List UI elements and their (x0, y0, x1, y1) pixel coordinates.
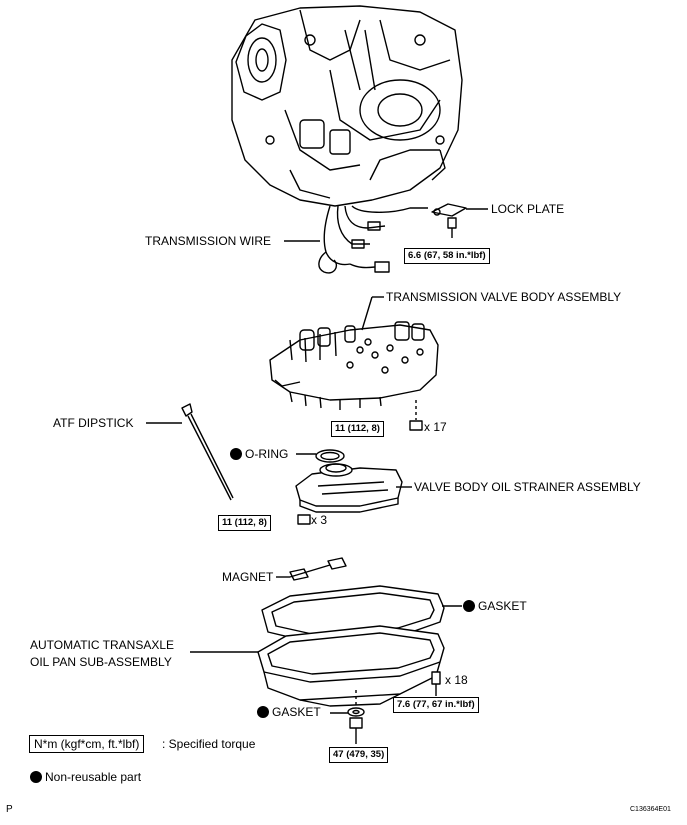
lock-plate (431, 203, 488, 217)
non-reusable-dot-icon (230, 448, 242, 460)
legend-non-reusable: Non-reusable part (30, 770, 141, 784)
torque-oil-pan: 7.6 (77, 67 in.*lbf) (393, 697, 479, 713)
drain-plug (349, 717, 363, 744)
torque-valve-body: 11 (112, 8) (331, 421, 384, 437)
non-reusable-dot-icon (30, 771, 42, 783)
label-valve-body: TRANSMISSION VALVE BODY ASSEMBLY (386, 290, 622, 304)
footer-left: P (6, 804, 13, 815)
valve-body-oil-strainer (295, 463, 403, 513)
transaxle-case (231, 5, 463, 207)
oil-pan (257, 625, 445, 707)
torque-drain-plug: 47 (479, 35) (329, 747, 389, 763)
label-atf-dipstick: ATF DIPSTICK (53, 416, 134, 430)
non-reusable-dot-icon (463, 600, 475, 612)
valve-body-assembly (269, 321, 439, 410)
label-oil-pan-line2: OIL PAN SUB-ASSEMBLY (30, 655, 172, 669)
label-oil-pan-line1: AUTOMATIC TRANSAXLE (30, 638, 175, 652)
legend-torque-text: : Specified torque (162, 737, 256, 751)
strainer-bolt (297, 514, 311, 525)
torque-strainer: 11 (112, 8) (218, 515, 271, 531)
label-strainer: VALVE BODY OIL STRAINER ASSEMBLY (414, 480, 641, 494)
qty-oil-pan: x 18 (445, 673, 468, 687)
atf-dipstick (181, 403, 234, 501)
label-transmission-wire: TRANSMISSION WIRE (145, 234, 272, 248)
label-gasket-pan: GASKET (463, 599, 527, 613)
o-ring (315, 449, 345, 463)
legend-torque-box: N*m (kgf*cm, ft.*lbf) (29, 735, 145, 753)
label-magnet: MAGNET (222, 570, 274, 584)
leader-magnet-2 (289, 564, 331, 578)
leader-valve-body-diag (361, 296, 373, 331)
qty-valve-body: x 17 (424, 420, 447, 434)
torque-lock-plate: 6.6 (67, 58 in.*lbf) (404, 248, 490, 264)
lock-plate-bolt (447, 217, 457, 238)
valve-body-bolt (409, 420, 423, 431)
label-gasket-plug: GASKET (257, 705, 321, 719)
qty-strainer: x 3 (311, 513, 328, 527)
label-o-ring: O-RING (230, 447, 288, 461)
non-reusable-dot-icon (257, 706, 269, 718)
label-lock-plate: LOCK PLATE (491, 202, 565, 216)
transmission-wire (318, 205, 428, 274)
oil-pan-bolt (431, 671, 441, 696)
drain-plug-gasket (347, 707, 365, 717)
footer-figure-id: C136364E01 (630, 806, 671, 813)
